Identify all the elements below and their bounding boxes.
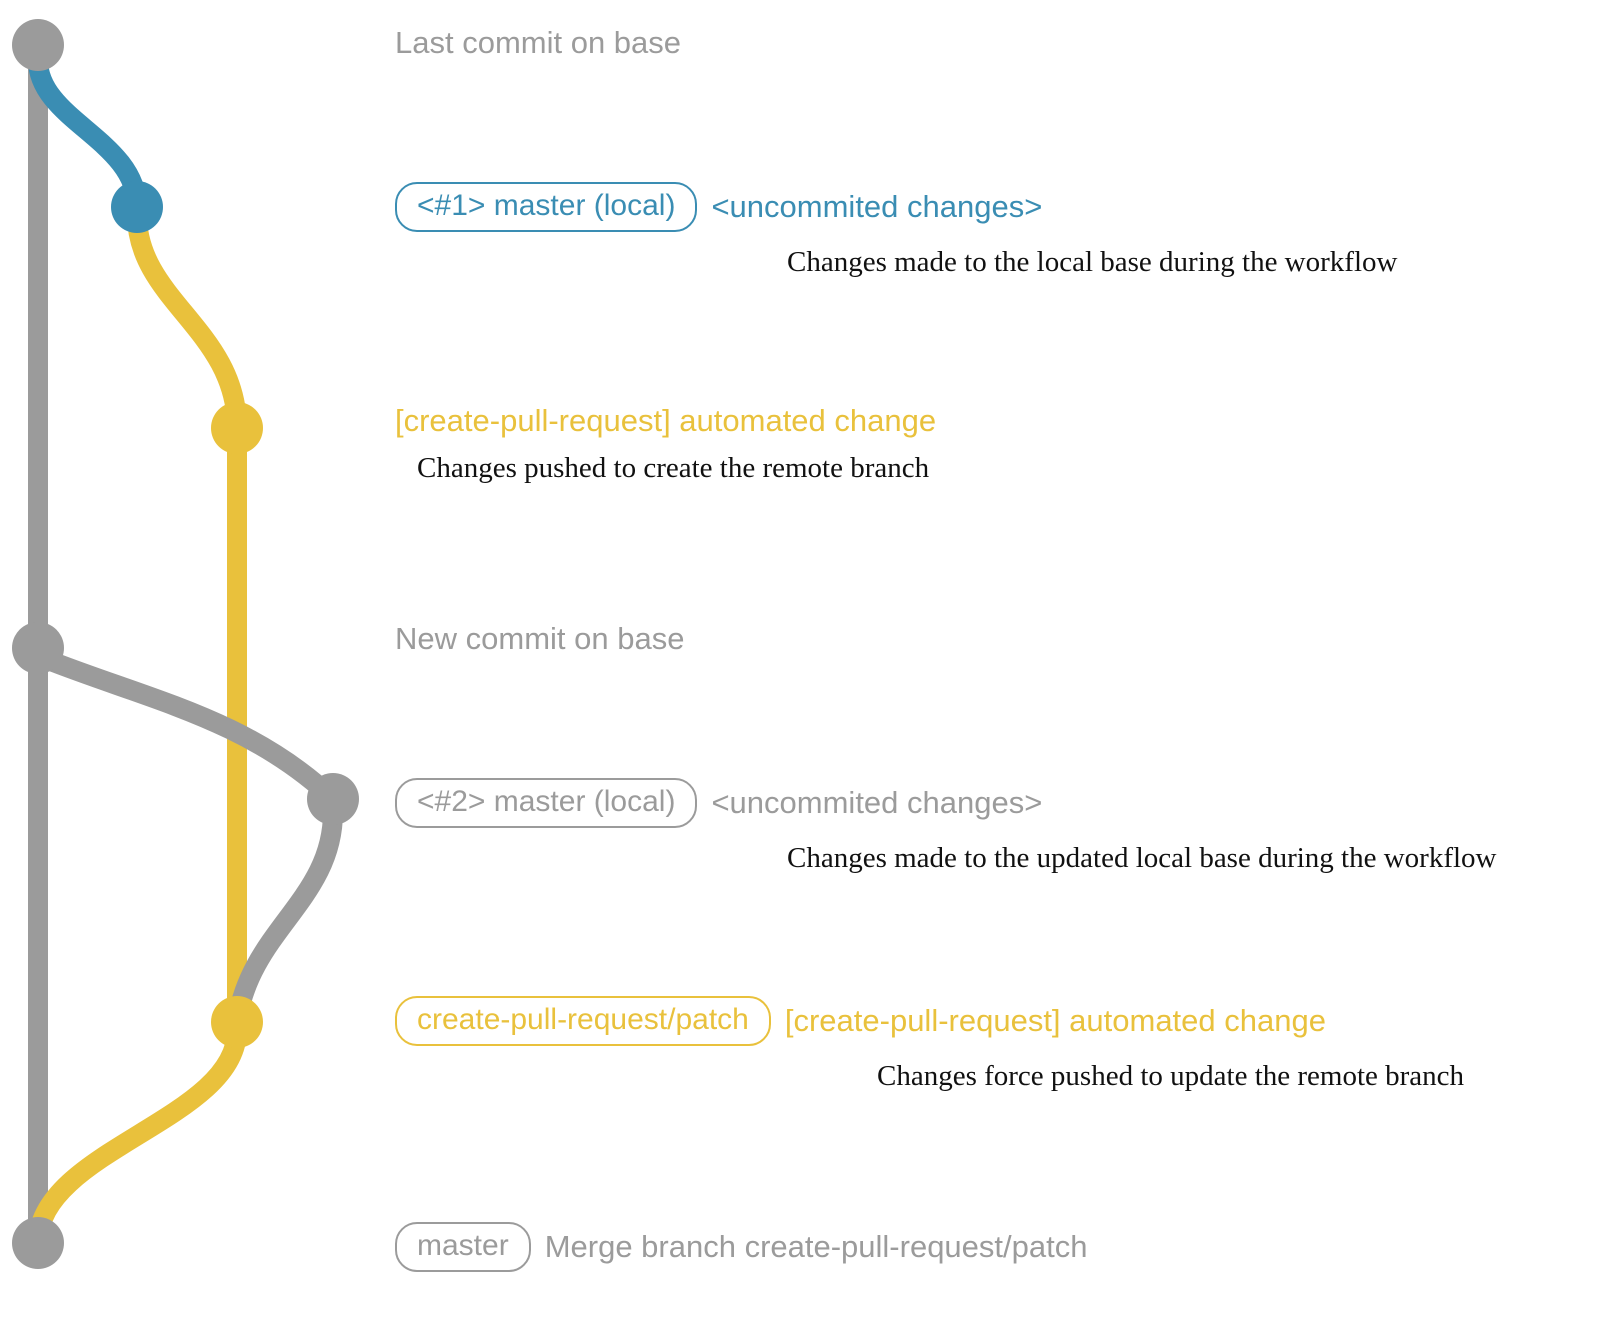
commit-row-automated-change-2: create-pull-request/patch [create-pull-r… [395, 996, 1464, 1093]
commit-subject: Last commit on base [395, 25, 682, 60]
base-new-commit-node [12, 622, 64, 674]
commit-row-automated-change-1: [create-pull-request] automated change C… [395, 403, 937, 485]
commit-row-last-commit-on-base: Last commit on base [395, 25, 682, 60]
commit-subject: New commit on base [395, 621, 685, 656]
commit-note: Changes force pushed to update the remot… [877, 1060, 1465, 1092]
commit-subject: [create-pull-request] automated change [395, 403, 937, 438]
local-2-to-patch-2-gray-line [227, 802, 343, 1032]
commit-row-main: create-pull-request/patch [create-pull-r… [395, 996, 1326, 1046]
commit-subject: Merge branch create-pull-request/patch [544, 1228, 1088, 1264]
commit-row-master-local-2: <#2> master (local) <uncommited changes>… [395, 778, 1497, 875]
commit-subject: <uncommited changes> [711, 188, 1043, 224]
commit-note: Changes made to the local base during th… [787, 246, 1398, 278]
commit-note: Changes pushed to create the remote bran… [417, 452, 930, 485]
commit-note: Changes made to the updated local base d… [787, 842, 1497, 874]
commit-subject: <uncommited changes> [711, 784, 1043, 820]
patch-2-to-merge-yellow-line [28, 1020, 247, 1253]
merge-commit-node [12, 1217, 64, 1269]
ref-badge-create-pull-request-patch[interactable]: create-pull-request/patch [395, 996, 771, 1046]
patch-branch-1-commit-node [211, 402, 263, 454]
commit-row-main: New commit on base [395, 621, 685, 656]
base-head-commit-node [12, 19, 64, 71]
ref-badge-master[interactable]: master [395, 1222, 531, 1272]
base-to-local-2-gray-line [38, 650, 343, 809]
ref-badge-master-local-2[interactable]: <#2> master (local) [395, 778, 698, 828]
patch-branch-yellow-upper-line [127, 205, 247, 438]
ref-badge-master-local-1[interactable]: <#1> master (local) [395, 182, 698, 232]
commit-row-new-commit-on-base: New commit on base [395, 621, 685, 656]
commit-row-main: master Merge branch create-pull-request/… [395, 1222, 1087, 1272]
commit-row-merge-commit: master Merge branch create-pull-request/… [395, 1222, 1087, 1272]
commit-row-main: [create-pull-request] automated change [395, 403, 937, 438]
commit-subject: [create-pull-request] automated change [784, 1002, 1326, 1038]
patch-branch-2-commit-node [211, 996, 263, 1048]
commit-row-master-local-1: <#1> master (local) <uncommited changes>… [395, 182, 1397, 279]
local-master-2-commit-node [307, 773, 359, 825]
commit-row-main: <#2> master (local) <uncommited changes> [395, 778, 1042, 828]
local-master-1-commit-node [111, 181, 163, 233]
commit-row-main: <#1> master (local) <uncommited changes> [395, 182, 1042, 232]
commit-row-main: Last commit on base [395, 25, 682, 60]
